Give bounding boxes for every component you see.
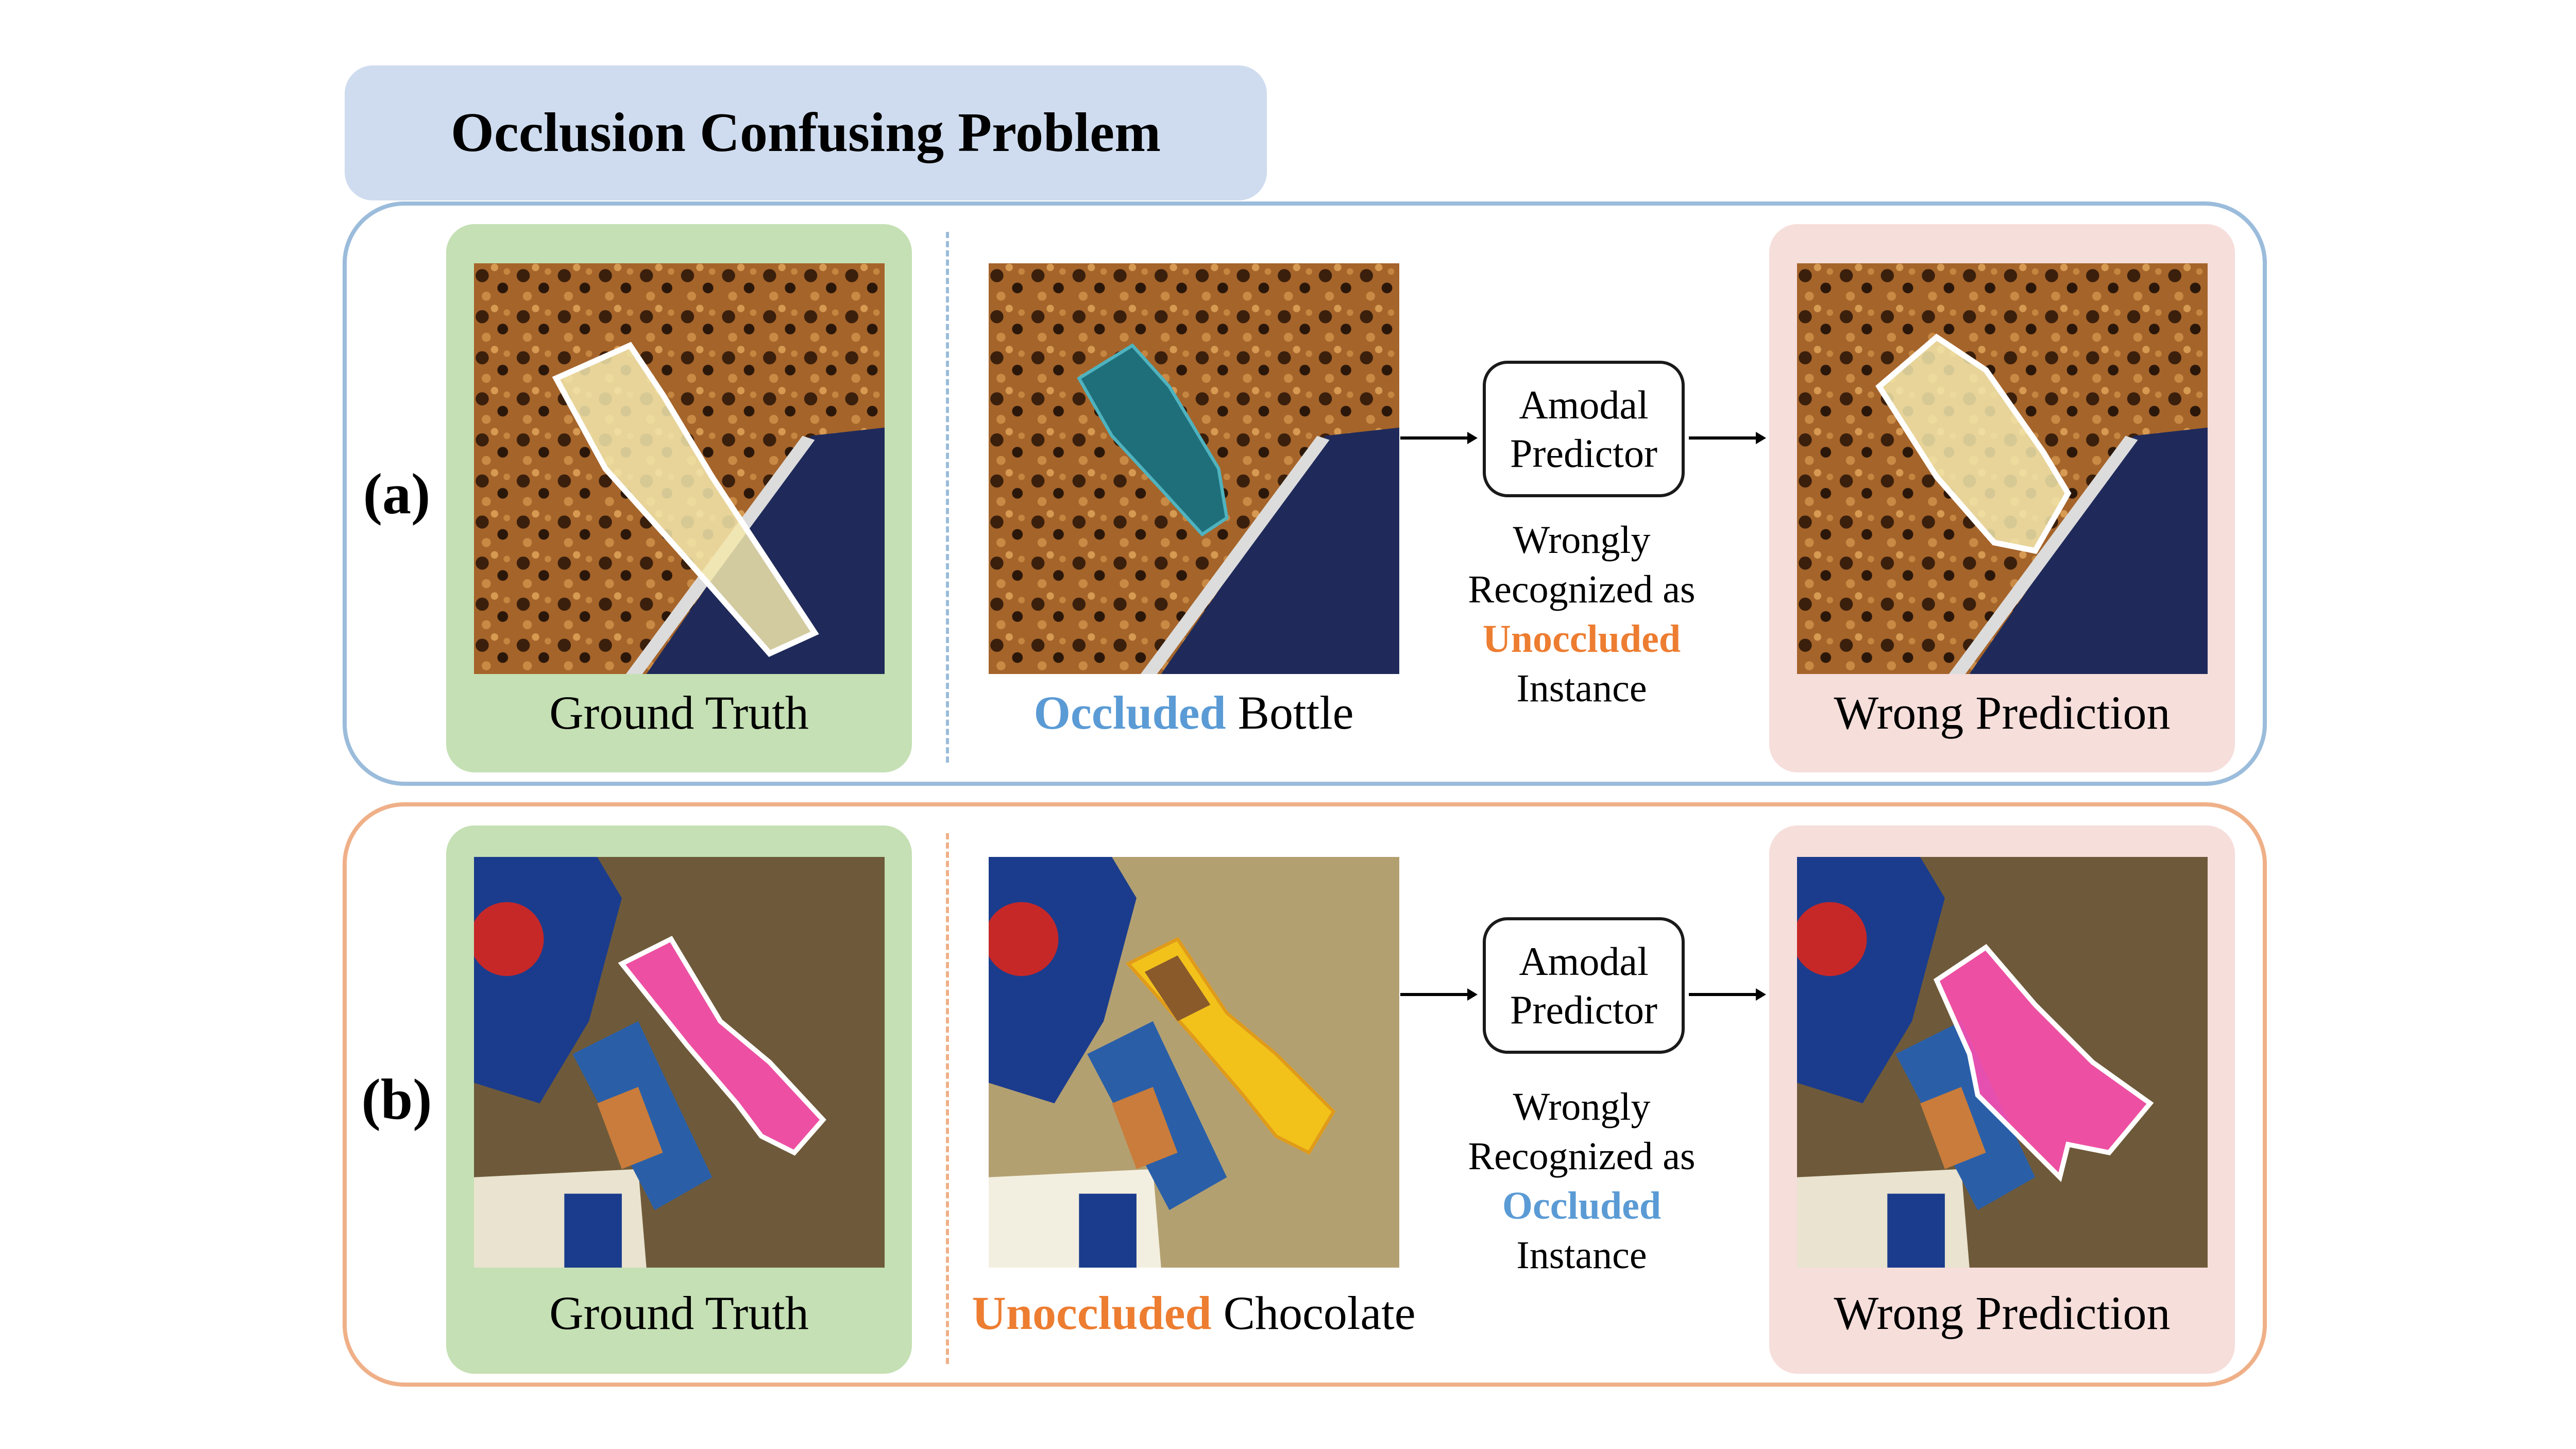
note-line2-a: Recognized as — [1468, 568, 1696, 611]
note-line4-a: Instance — [1516, 667, 1647, 710]
note-keyword-b: Occluded — [1502, 1184, 1662, 1227]
amodal-predictor-b: Amodal Predictor — [1483, 917, 1685, 1054]
divider-b — [946, 833, 949, 1364]
input-caption-a: Occluded Bottle — [910, 685, 1477, 740]
note-line4-b: Instance — [1516, 1234, 1647, 1277]
figure-title: Occlusion Confusing Problem — [345, 65, 1267, 200]
predictor-line2-a: Predictor — [1510, 430, 1657, 476]
prediction-caption-a: Wrong Prediction — [1834, 686, 2171, 739]
input-caption-keyword-a: Occluded — [1033, 686, 1226, 739]
row-label-b: (b) — [361, 1068, 432, 1132]
predictor-line2-b: Predictor — [1510, 987, 1657, 1032]
arrow-to-predictor-b — [1400, 988, 1478, 1001]
input-caption-keyword-b: Unoccluded — [972, 1287, 1212, 1339]
arrow-from-predictor-b — [1689, 988, 1766, 1001]
recognition-note-b: Wrongly Recognized as Occluded Instance — [1443, 1082, 1721, 1280]
arrow-to-predictor-a — [1400, 432, 1478, 444]
input-caption-rest-b: Chocolate — [1211, 1287, 1416, 1339]
input-caption-rest-a: Bottle — [1226, 686, 1354, 739]
row-a-container — [343, 201, 2267, 786]
recognition-note-a: Wrongly Recognized as Unoccluded Instanc… — [1443, 515, 1721, 713]
note-line1-a: Wrongly — [1513, 518, 1651, 562]
input-image-a — [989, 263, 1399, 674]
input-image-b — [989, 857, 1399, 1268]
divider-a — [946, 232, 949, 763]
note-keyword-a: Unoccluded — [1482, 617, 1681, 661]
row-b-container — [343, 802, 2267, 1387]
ground-truth-caption-a: Ground Truth — [549, 686, 809, 739]
prediction-caption-b: Wrong Prediction — [1834, 1287, 2171, 1339]
prediction-image-b — [1797, 857, 2208, 1268]
amodal-predictor-a: Amodal Predictor — [1483, 361, 1685, 497]
predictor-line1-a: Amodal — [1519, 382, 1649, 427]
arrow-from-predictor-a — [1689, 432, 1766, 444]
predictor-line1-b: Amodal — [1519, 938, 1649, 984]
note-line1-b: Wrongly — [1513, 1085, 1651, 1128]
ground-truth-image-b — [474, 857, 885, 1268]
ground-truth-caption-b: Ground Truth — [549, 1287, 809, 1339]
ground-truth-image-a — [474, 263, 885, 674]
row-label-a: (a) — [363, 462, 431, 526]
note-line2-b: Recognized as — [1468, 1135, 1696, 1178]
prediction-image-a — [1797, 263, 2208, 674]
input-caption-b: Unoccluded Chocolate — [910, 1286, 1477, 1340]
